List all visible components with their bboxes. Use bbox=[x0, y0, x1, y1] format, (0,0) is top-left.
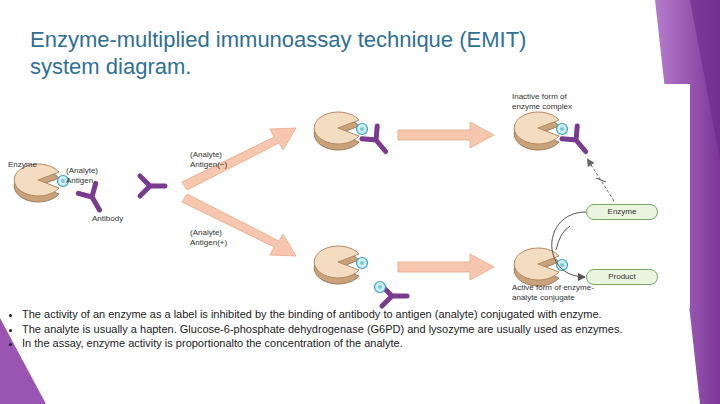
part-label: Enzyme bbox=[8, 160, 48, 170]
result-box: Product bbox=[586, 269, 658, 285]
bullet-text: In the assay, enzyme activity is proport… bbox=[22, 337, 672, 351]
part-label: (Analyte) Antigen(−) bbox=[190, 150, 240, 169]
bullet-list: The activity of an enzyme as a label is … bbox=[4, 308, 672, 352]
bullet-text: The activity of an enzyme as a label is … bbox=[22, 308, 672, 322]
part-label: Active form of enzyme-analyte conjugate bbox=[512, 283, 598, 302]
bullet-text: The analyte is usually a hapten. Glucose… bbox=[22, 323, 672, 337]
result-box: Enzyme bbox=[586, 204, 658, 220]
part-label: Inactive form of enzyme complex bbox=[512, 92, 592, 111]
slide-title: Enzyme-multiplied immunoassay technique … bbox=[30, 26, 590, 80]
part-label: Antibody bbox=[92, 214, 142, 224]
reaction-arrow bbox=[552, 212, 586, 277]
part-label: (Analyte) Antigen(+) bbox=[190, 228, 240, 247]
box-label: Enzyme bbox=[608, 207, 637, 217]
part-label: (Analyte) Antigen bbox=[66, 166, 110, 185]
box-label: Product bbox=[608, 272, 636, 282]
